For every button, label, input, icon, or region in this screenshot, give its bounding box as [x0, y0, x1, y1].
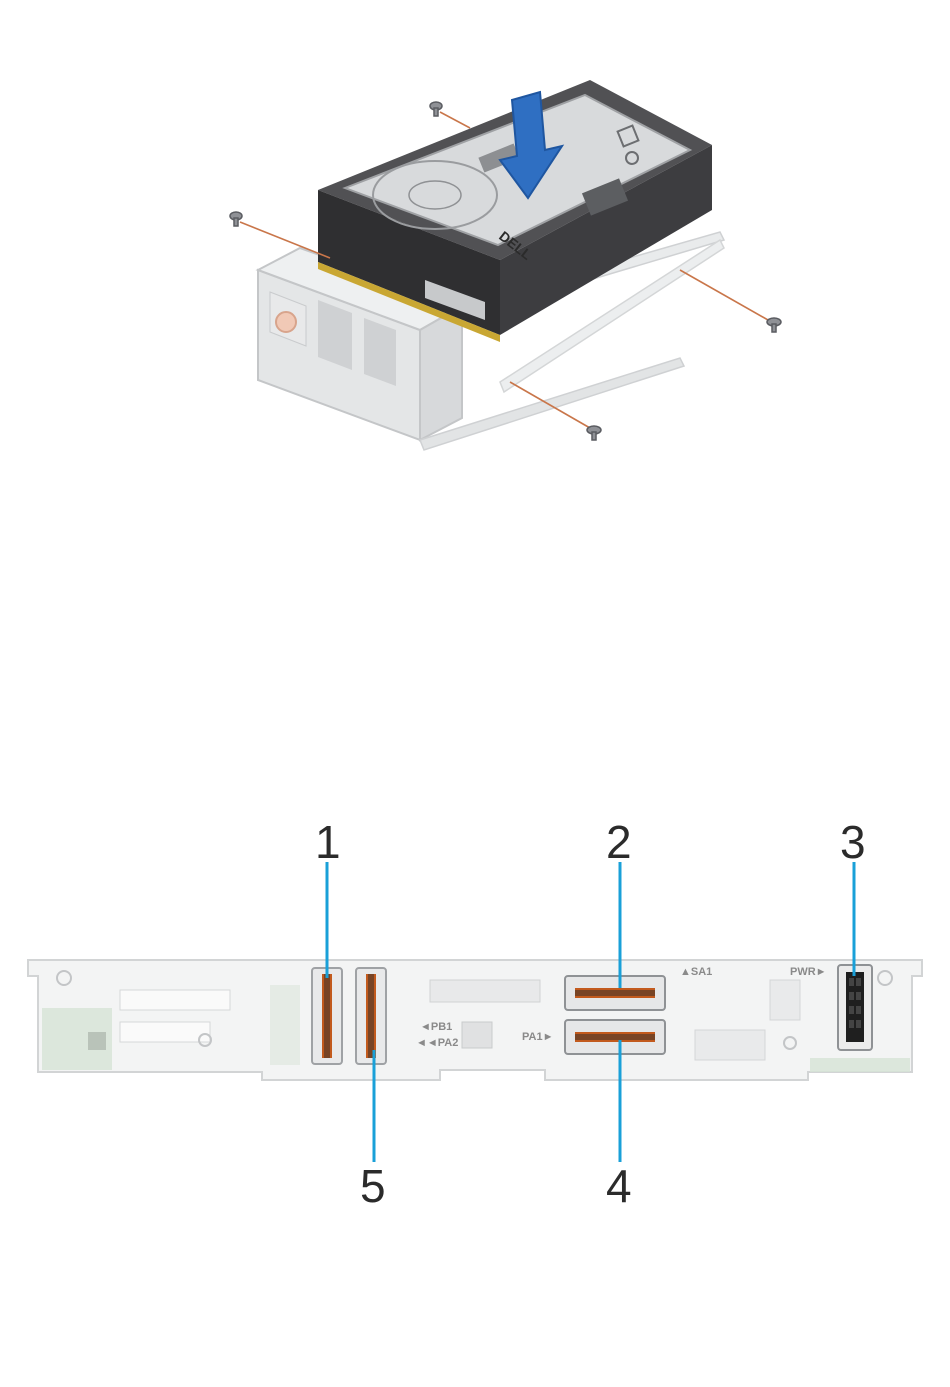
backplane-illustration: ◄PB1 ◄◄PA2 PA1► ▲SA1 PWR► — [0, 800, 950, 1220]
backplane-board — [28, 960, 922, 1080]
callout-1: 1 — [315, 816, 341, 868]
connector-2 — [565, 976, 665, 1010]
connector-1 — [312, 968, 342, 1064]
release-button-icon — [276, 312, 296, 332]
callout-4: 4 — [606, 1160, 632, 1212]
connector-3 — [838, 965, 872, 1050]
silkscreen-pa2: ◄◄PA2 — [416, 1037, 458, 1049]
screw-icon — [230, 212, 242, 226]
silkscreen-pb1: ◄PB1 — [420, 1021, 452, 1033]
silkscreen-pa1: PA1► — [522, 1031, 553, 1043]
screw-icon — [767, 318, 781, 332]
callout-5: 5 — [360, 1160, 386, 1212]
connector-5 — [356, 968, 386, 1064]
silkscreen-sa1: ▲SA1 — [680, 966, 712, 978]
callout-2: 2 — [606, 816, 632, 868]
drive-carrier-illustration: DELL — [0, 0, 950, 520]
silkscreen-pwr: PWR► — [790, 966, 827, 978]
callout-3: 3 — [840, 816, 866, 868]
connector-4 — [565, 1020, 665, 1054]
screw-icon — [587, 426, 601, 440]
screw-icon — [430, 102, 442, 116]
